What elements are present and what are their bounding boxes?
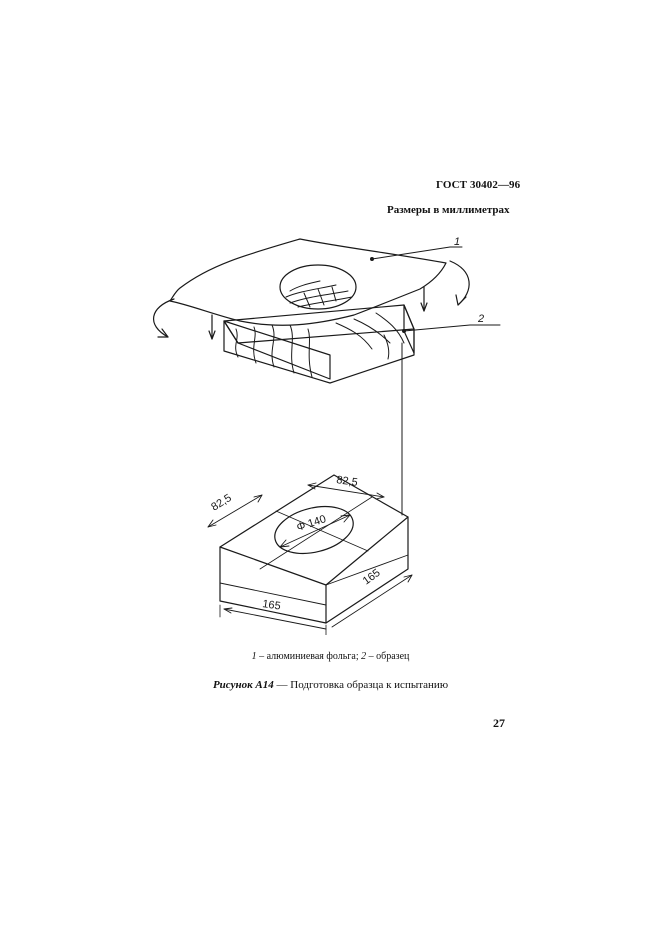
technical-drawing: 1 2 82,5 82,5 Φ 140 165 165 bbox=[152, 236, 501, 635]
legend-item-2-number: 2 bbox=[361, 651, 367, 662]
aluminium-foil bbox=[169, 238, 447, 326]
figure-a14: 1 2 82,5 82,5 Φ 140 165 165 bbox=[140, 225, 520, 635]
block-centerline-2 bbox=[259, 496, 373, 570]
foil-hole-wood-texture bbox=[285, 280, 353, 308]
callout-1: 1 bbox=[454, 236, 460, 248]
dim-label-length: 165 bbox=[262, 598, 282, 612]
legend-item-1-number: 1 bbox=[251, 651, 257, 662]
callout-2: 2 bbox=[477, 313, 484, 325]
dim-line-bottom bbox=[219, 604, 327, 635]
dim-label-depth-half: 82,5 bbox=[209, 492, 234, 514]
foil-hole bbox=[279, 264, 357, 310]
block-right-face bbox=[325, 516, 409, 624]
caption-text: Подготовка образца к испытанию bbox=[290, 679, 449, 691]
leader-line-2 bbox=[403, 324, 501, 332]
leader-line-1 bbox=[371, 246, 463, 260]
fold-arrow-right bbox=[449, 260, 470, 306]
units-note: Размеры в миллиметрах bbox=[387, 204, 510, 216]
caption-separator: — bbox=[273, 679, 291, 691]
block-top-face bbox=[219, 474, 409, 586]
legend-item-1-text: – алюминиевая фольга; bbox=[256, 651, 362, 662]
dim-line-165-length bbox=[223, 608, 327, 630]
block-centerline-1 bbox=[275, 510, 369, 552]
standard-code-header: ГОСТ 30402—96 bbox=[436, 179, 521, 191]
block-circle bbox=[274, 505, 354, 555]
figure-legend: 1 – алюминиевая фольга; 2 – образец bbox=[0, 651, 661, 662]
dim-line-165-width bbox=[331, 574, 413, 628]
dim-line-top bbox=[307, 484, 385, 498]
specimen-wood-grain bbox=[235, 312, 405, 378]
legend-item-2-text: – образец bbox=[366, 651, 410, 662]
figure-caption: Рисунок А14 — Подготовка образца к испыт… bbox=[0, 679, 661, 691]
caption-label: Рисунок А14 bbox=[212, 679, 274, 691]
specimen-body bbox=[223, 320, 415, 384]
specimen-front-face bbox=[223, 320, 331, 380]
diameter-line bbox=[279, 514, 351, 548]
dim-line-left bbox=[207, 494, 263, 528]
dim-label-diameter: Φ 140 bbox=[295, 513, 327, 534]
dim-label-width: 165 bbox=[361, 567, 383, 587]
dim-label-width-half: 82,5 bbox=[336, 474, 359, 489]
block-front-face bbox=[219, 546, 327, 624]
page-number: 27 bbox=[493, 716, 505, 730]
fold-arrow-left bbox=[152, 298, 175, 338]
